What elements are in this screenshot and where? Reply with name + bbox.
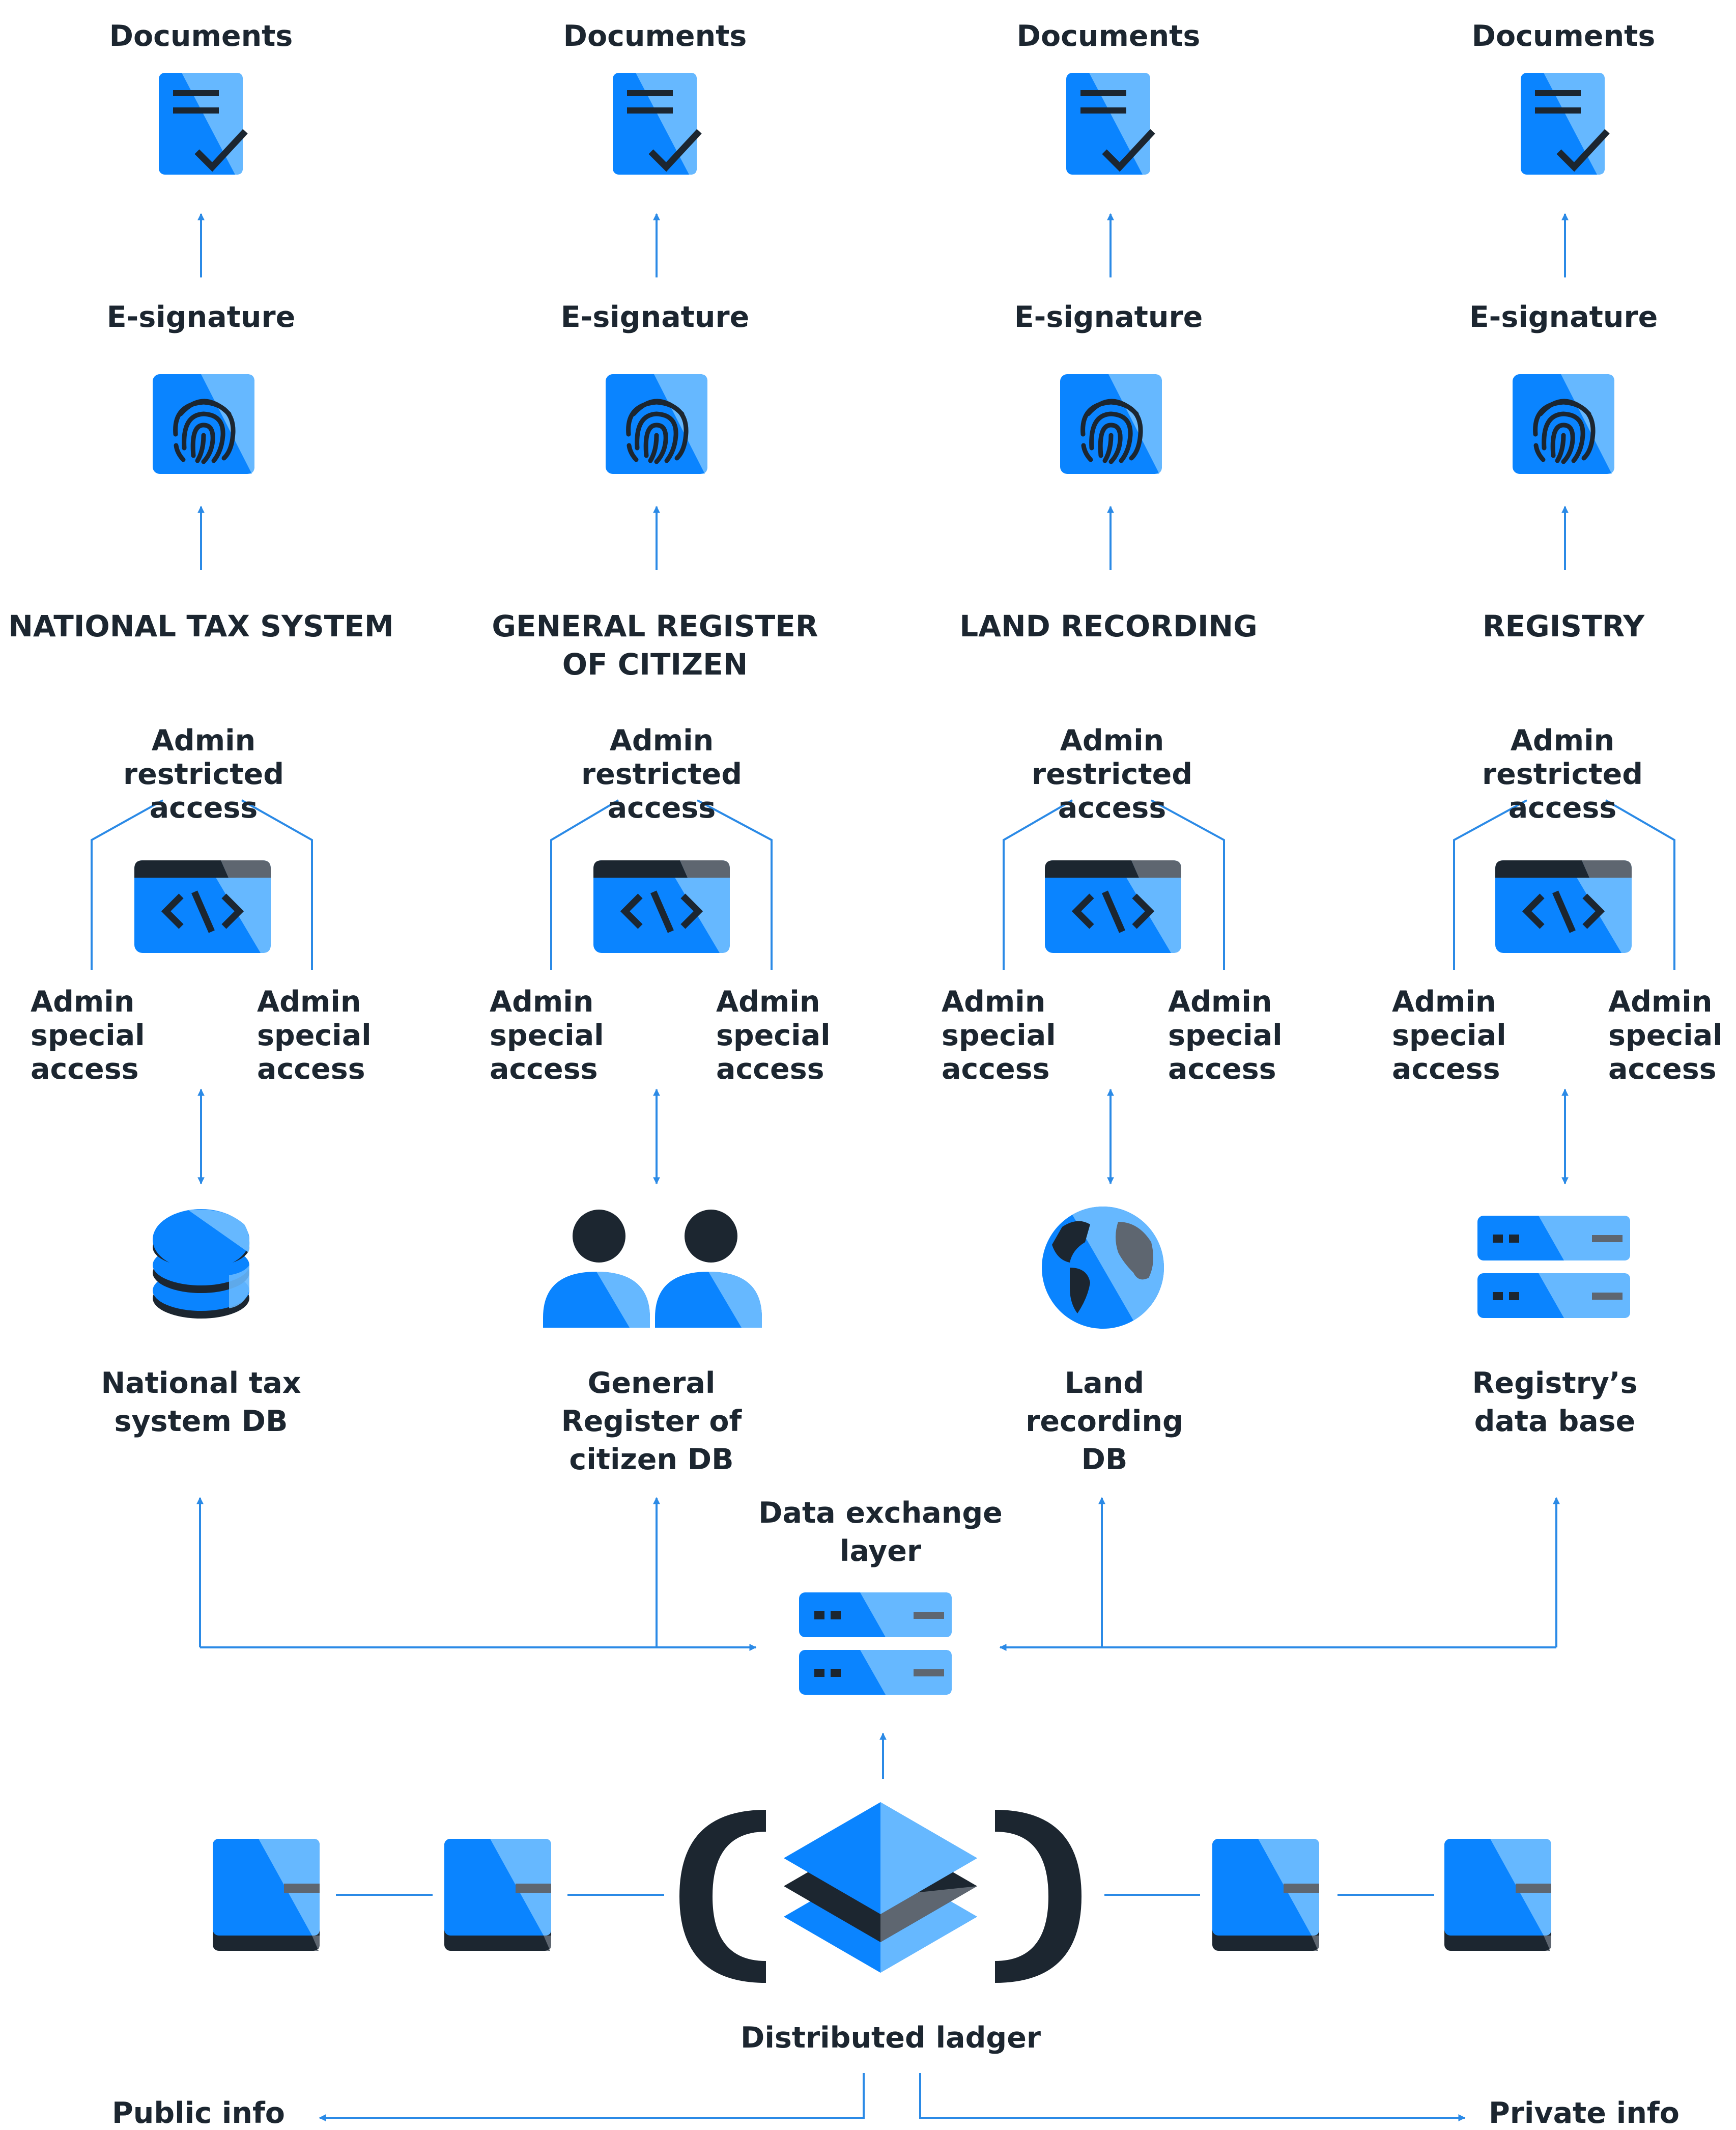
fingerprint-icon xyxy=(606,374,707,474)
admin-bracket-right xyxy=(1151,799,1225,970)
ledger-node-icon xyxy=(1212,1839,1319,1951)
fingerprint-icon xyxy=(1513,374,1614,474)
code-window-icon xyxy=(1045,860,1181,953)
admin-special-left-label: Admin special access xyxy=(942,985,1056,1086)
column-4-icons xyxy=(1477,73,1632,1318)
admin-bracket-left xyxy=(91,799,163,970)
column-3-icons xyxy=(1042,73,1186,1329)
server-icon xyxy=(1477,1216,1630,1318)
esignature-label: E-signature xyxy=(1469,300,1658,334)
esignature-label: E-signature xyxy=(560,300,750,334)
admin-special-right-label: Admin special access xyxy=(1168,985,1283,1086)
document-check-icon xyxy=(1521,73,1607,175)
documents-label: Documents xyxy=(109,19,293,53)
document-check-icon xyxy=(159,73,245,175)
admin-special-right-label: Admin special access xyxy=(257,985,372,1086)
admin-restricted-label: Admin restricted access xyxy=(1031,724,1193,825)
admin-bracket-right xyxy=(697,799,773,970)
people-icon xyxy=(543,1210,762,1328)
admin-special-left-label: Admin special access xyxy=(490,985,604,1086)
globe-icon xyxy=(1042,1184,1186,1329)
admin-special-left-label: Admin special access xyxy=(31,985,145,1086)
admin-restricted-label: Admin restricted access xyxy=(123,724,284,825)
data-exchange-label: Data exchange layer xyxy=(758,1496,1003,1568)
db-label: General Register of citizen DB xyxy=(561,1366,742,1476)
admin-bracket-left xyxy=(1003,799,1073,970)
system-title: NATIONAL TAX SYSTEM xyxy=(8,609,394,643)
arrow-to-public xyxy=(319,2073,865,2121)
admin-restricted-label: Admin restricted access xyxy=(581,724,743,825)
documents-label: Documents xyxy=(1471,19,1656,53)
connectors xyxy=(91,213,1675,2121)
admin-bracket-left xyxy=(1453,799,1527,970)
db-label: National tax system DB xyxy=(101,1366,301,1438)
left-bracket xyxy=(679,1810,766,1983)
admin-bracket-left xyxy=(550,799,619,970)
distributed-ledger-label: Distributed ladger xyxy=(741,2021,1041,2055)
db-label: Land recording DB xyxy=(1026,1366,1183,1476)
admin-bracket-right xyxy=(1605,799,1675,970)
db-label: Registry’s data base xyxy=(1472,1366,1638,1438)
document-check-icon xyxy=(1066,73,1153,175)
documents-label: Documents xyxy=(563,19,747,53)
admin-special-right-label: Admin special access xyxy=(716,985,831,1086)
layers-icon xyxy=(784,1802,977,1973)
distributed-ledger xyxy=(213,1802,1551,1983)
private-info-label: Private info xyxy=(1489,2096,1680,2130)
arrow-to-private xyxy=(919,2073,1466,2121)
system-title: GENERAL REGISTER OF CITIZEN xyxy=(492,609,818,682)
database-stack-icon xyxy=(153,1209,250,1319)
admin-bracket-right xyxy=(241,799,313,970)
ledger-node-icon xyxy=(213,1839,320,1951)
esignature-label: E-signature xyxy=(106,300,296,334)
ledger-node-icon xyxy=(1444,1839,1551,1951)
admin-special-left-label: Admin special access xyxy=(1392,985,1506,1086)
code-window-icon xyxy=(134,860,271,953)
fingerprint-icon xyxy=(153,374,254,474)
system-title: LAND RECORDING xyxy=(959,609,1258,643)
public-info-label: Public info xyxy=(112,2096,285,2130)
document-check-icon xyxy=(613,73,699,175)
right-bracket xyxy=(995,1810,1082,1983)
exchange-server-icon xyxy=(799,1592,952,1695)
column-1-icons xyxy=(134,73,271,1319)
ledger-node-icon xyxy=(444,1839,551,1951)
column-2-icons xyxy=(543,73,762,1328)
fingerprint-icon xyxy=(1060,374,1162,474)
admin-special-right-label: Admin special access xyxy=(1608,985,1723,1086)
esignature-label: E-signature xyxy=(1014,300,1203,334)
documents-label: Documents xyxy=(1016,19,1201,53)
admin-restricted-label: Admin restricted access xyxy=(1482,724,1643,825)
code-window-icon xyxy=(593,860,730,953)
code-window-icon xyxy=(1495,860,1632,953)
system-title: REGISTRY xyxy=(1482,609,1645,643)
